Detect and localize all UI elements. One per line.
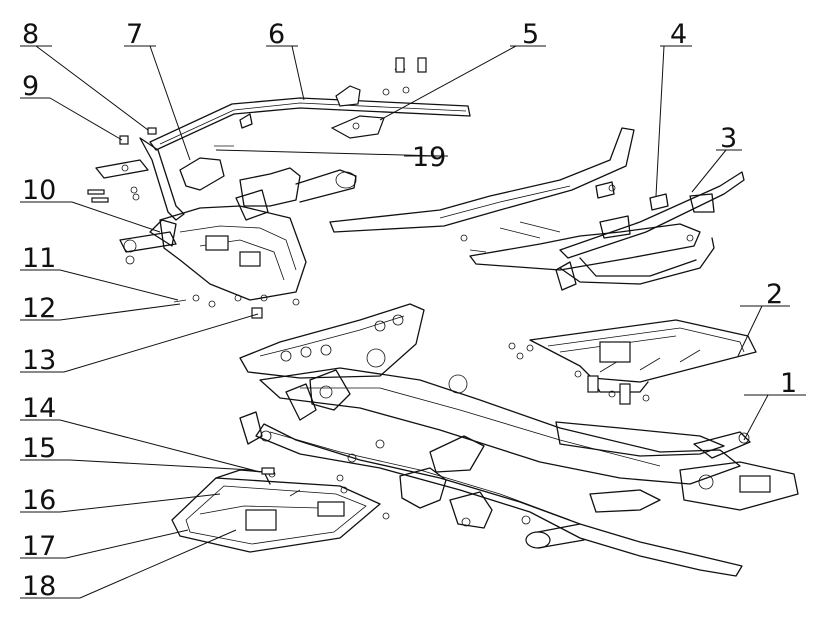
- callout-18: 18: [22, 571, 56, 602]
- callout-labels: 1 2 3 4 5 6 7 8 9 10 11 12 13 14 15 16 1…: [22, 19, 797, 602]
- part-1-main-frame: [239, 303, 799, 577]
- callout-16: 16: [22, 485, 56, 516]
- callout-13: 13: [22, 345, 56, 376]
- callout-4: 4: [670, 19, 687, 50]
- part-6-upper-bar: [149, 57, 471, 151]
- callout-17: 17: [22, 531, 56, 562]
- callout-1: 1: [780, 368, 797, 399]
- callout-11: 11: [22, 243, 56, 274]
- callout-7: 7: [126, 19, 143, 50]
- leader-lines: [20, 45, 806, 599]
- callout-2: 2: [766, 279, 783, 310]
- part-10-front-subframe: [95, 137, 357, 301]
- callout-8: 8: [22, 19, 39, 50]
- callout-15: 15: [22, 433, 56, 464]
- callout-10: 10: [22, 175, 56, 206]
- callout-6: 6: [268, 19, 285, 50]
- part-3-rear-upper-frame: [329, 127, 745, 291]
- callout-3: 3: [720, 123, 737, 154]
- callout-12: 12: [22, 293, 56, 324]
- fasteners-front: [87, 127, 300, 319]
- part-17-front-platform: [171, 467, 390, 553]
- callout-19: 19: [412, 142, 446, 173]
- callout-5: 5: [522, 19, 539, 50]
- part-2-rear-rack: [508, 319, 757, 405]
- callout-9: 9: [22, 71, 39, 102]
- callout-14: 14: [22, 393, 56, 424]
